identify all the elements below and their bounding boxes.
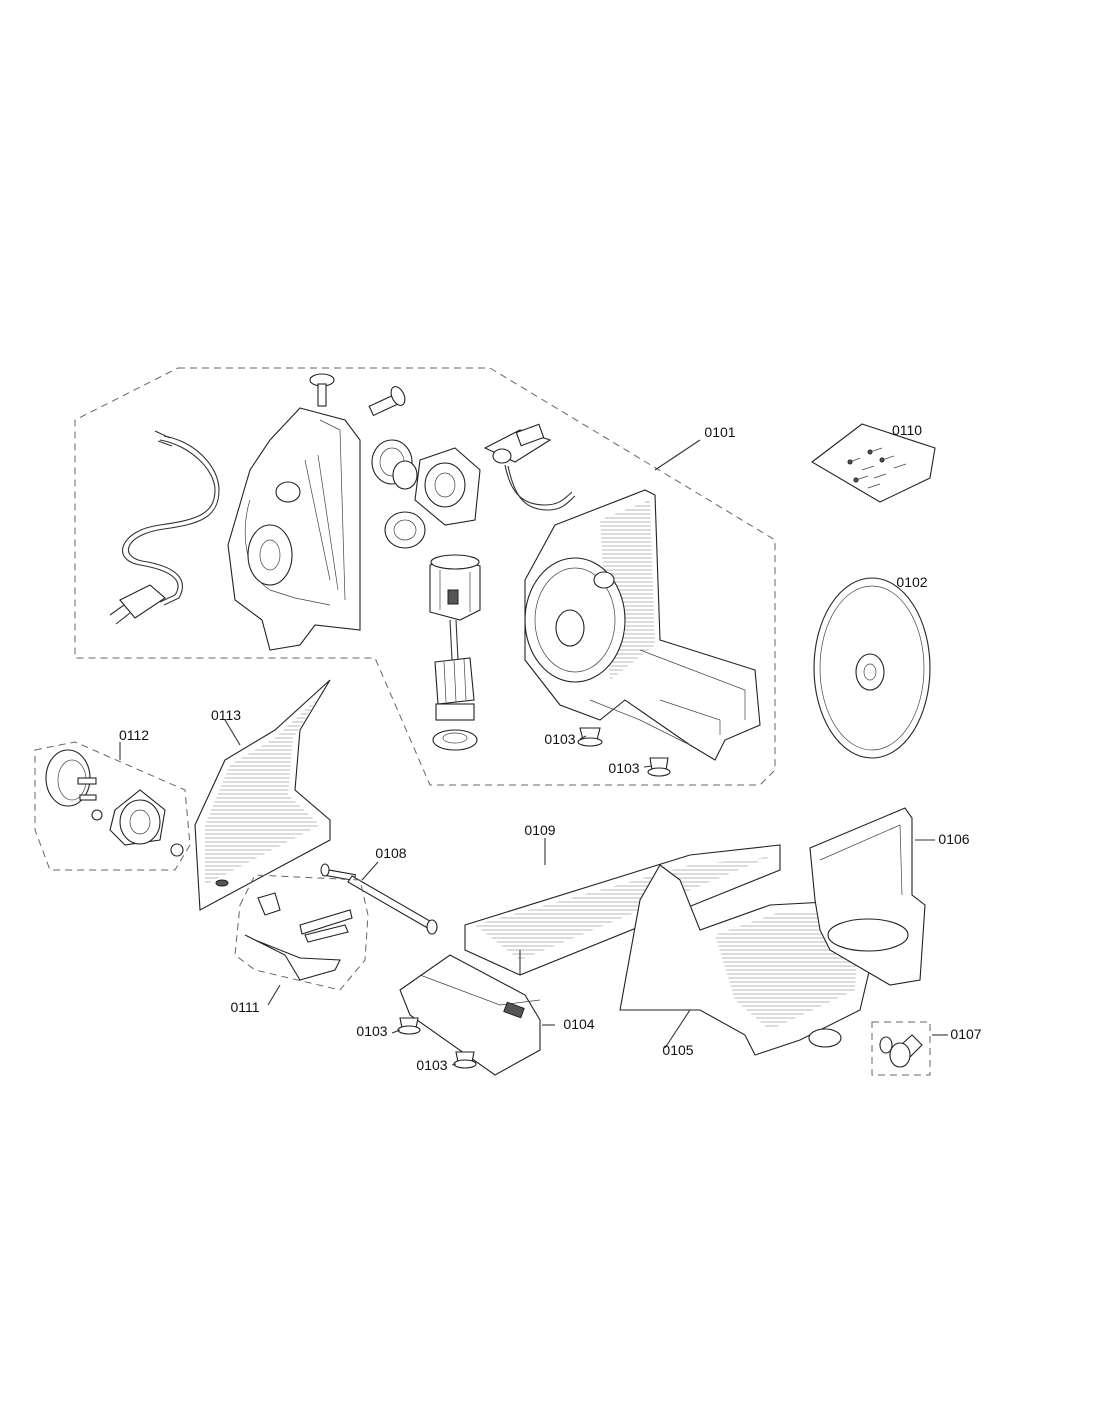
leader-0108 — [361, 861, 379, 881]
label-0113: 0113 — [211, 707, 241, 723]
label-0102: 0102 — [896, 574, 927, 590]
assembly-boundary-0101 — [74, 367, 776, 786]
leader-0101 — [654, 439, 701, 471]
label-0103-a: 0103 — [544, 731, 575, 747]
blade — [813, 577, 931, 759]
assembly-boundary-0112 — [34, 741, 191, 871]
leader-lines — [119, 439, 948, 1066]
label-0105: 0105 — [662, 1042, 693, 1058]
circuit-board — [483, 423, 576, 511]
assembly-boundary-0107 — [871, 1021, 931, 1076]
gear-assembly — [371, 439, 481, 549]
slider-parts — [244, 892, 353, 981]
label-0107: 0107 — [950, 1026, 981, 1042]
label-0103-c: 0103 — [356, 1023, 387, 1039]
label-0103-d: 0103 — [416, 1057, 447, 1073]
label-0101: 0101 — [704, 424, 735, 440]
carriage-panel — [194, 679, 331, 911]
motor-armature — [432, 619, 478, 751]
label-0109: 0109 — [524, 822, 555, 838]
label-0111: 0111 — [230, 999, 259, 1015]
main-housing — [524, 489, 761, 761]
label-0110: 0110 — [892, 422, 922, 438]
motor-stator — [429, 554, 481, 621]
screw-pack — [811, 423, 936, 503]
leader-0103-d — [451, 1063, 457, 1066]
label-0106: 0106 — [938, 831, 969, 847]
label-0103-b: 0103 — [608, 760, 639, 776]
base-tray — [399, 954, 541, 1076]
label-0112: 0112 — [119, 727, 149, 743]
leader-0103-a — [579, 735, 587, 740]
leader-0103-b — [643, 765, 653, 768]
foot-0103-lower-1 — [397, 1017, 421, 1035]
label-0108: 0108 — [375, 845, 406, 861]
leader-0103-c — [391, 1029, 401, 1034]
label-0104: 0104 — [563, 1016, 594, 1032]
guide-rod — [320, 863, 438, 935]
power-cord — [109, 430, 220, 625]
catch-part — [879, 1034, 923, 1068]
adjustment-knob — [45, 749, 184, 857]
leader-0111 — [267, 984, 281, 1006]
housing-shell — [227, 407, 361, 651]
base — [619, 864, 881, 1056]
back-stop — [809, 807, 926, 986]
assembly-boundary-0111 — [234, 874, 369, 991]
foot-0103-upper-1 — [577, 727, 603, 747]
foot-0103-upper-2 — [647, 757, 671, 777]
leader-0113 — [224, 719, 241, 746]
foot-0103-lower-2 — [453, 1051, 477, 1069]
food-tray — [464, 844, 781, 976]
top-knob — [309, 373, 335, 407]
leader-0105 — [664, 1009, 691, 1049]
shaft-pin — [368, 386, 406, 417]
